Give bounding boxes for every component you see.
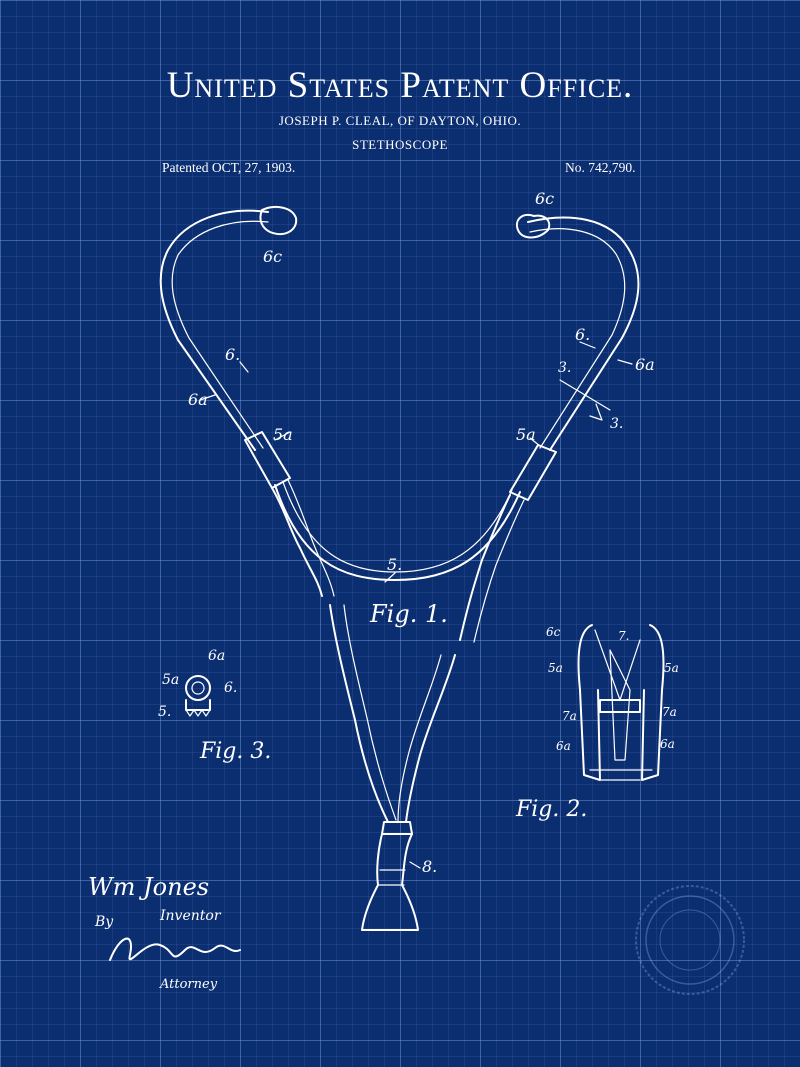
chest-piece-collar	[381, 821, 413, 835]
fig2-right-frame	[641, 624, 665, 781]
callout-6c-right: 6c	[535, 189, 554, 208]
callout-6-left: 6.	[225, 345, 240, 364]
callout-6c-left: 6c	[263, 247, 282, 266]
fig2-clamp	[599, 699, 641, 713]
callout-6a-left: 6a	[188, 390, 208, 409]
left-ear-tube-inner	[171, 220, 269, 449]
fig2-callout-5a-right: 5a	[664, 661, 679, 675]
fig2-left-frame	[577, 624, 601, 781]
left-lower-tube-inner	[287, 479, 335, 597]
left-earpiece	[259, 205, 298, 236]
left-lower-tube-outer	[271, 487, 323, 597]
attorney-signature	[109, 937, 241, 961]
fig3-callout-6: 6.	[224, 680, 237, 696]
spring-bar-outer	[274, 484, 521, 581]
figure-3-cross-section: 6a 5a 6. 5. Fig. 3.	[158, 648, 271, 764]
figure-1-callouts: 6c 6c 6. 6a 5a 6. 6a 5a 3. 3. 5. 8. Fig.…	[188, 189, 655, 876]
fig2-callout-6a-right: 6a	[660, 737, 675, 751]
figure-2-label: Fig. 2.	[515, 797, 587, 822]
figure-3-label: Fig. 3.	[199, 739, 271, 764]
right-ear-tube-inner	[529, 228, 626, 449]
fig2-callout-5a: 5a	[548, 661, 563, 675]
callout-3-lower: 3.	[610, 416, 623, 432]
fig3-callout-5: 5.	[158, 704, 171, 720]
page-title: United States Patent Office.	[166, 65, 634, 106]
inventor-line: JOSEPH P. CLEAL, OF DAYTON, OHIO.	[278, 113, 522, 128]
figure-1-label: Fig. 1.	[369, 600, 448, 628]
inventor-label: Inventor	[159, 908, 222, 924]
right-ear-tube-outer	[527, 216, 640, 451]
fig2-bottom	[589, 769, 653, 781]
fig3-callout-6a: 6a	[208, 648, 225, 664]
left-chest-tube-outer	[329, 604, 389, 823]
callout-6a-right: 6a	[635, 355, 655, 374]
patented-date: Patented OCT, 27, 1903.	[162, 160, 296, 175]
right-chest-tube-inner	[397, 654, 442, 823]
spring-bar-inner	[282, 481, 513, 573]
chest-piece-bands	[377, 869, 406, 886]
signature-block: Wm Jones By Inventor Attorney	[88, 873, 241, 992]
stethoscope-figure-1	[159, 205, 640, 931]
fig2-callout-6a-left: 6a	[556, 739, 571, 753]
chest-piece-bell	[361, 833, 419, 931]
attorney-label: Attorney	[159, 977, 218, 992]
figure-2-folded-view: 7. 7a 7a 6a 6a 6c 5a 5a Fig. 2.	[515, 624, 679, 822]
right-earpiece	[516, 214, 551, 239]
patent-number: No. 742,790.	[565, 160, 636, 175]
callout-5-spring: 5.	[387, 555, 402, 574]
cross-section-outer-ring	[185, 675, 211, 701]
cross-section-base	[185, 699, 211, 711]
subject-line: STETHOSCOPE	[352, 137, 448, 152]
left-coupling	[244, 431, 291, 489]
right-lower-tube-inner	[473, 499, 525, 643]
callout-5a-left: 5a	[273, 425, 293, 444]
embossed-seal	[635, 885, 745, 995]
right-chest-tube-outer	[405, 654, 456, 823]
callout-3-upper: 3.	[558, 360, 571, 376]
fig2-callout-6c: 6c	[546, 625, 561, 639]
left-chest-tube-inner	[343, 604, 397, 821]
witness-signature: Wm Jones	[88, 873, 209, 901]
section-line-3	[559, 379, 611, 421]
fig2-callout-7a-right: 7a	[662, 705, 677, 719]
callout-6-right: 6.	[575, 325, 590, 344]
fig3-callout-5a: 5a	[162, 672, 179, 688]
fig2-callout-7: 7.	[618, 629, 629, 643]
cross-section-break	[185, 709, 211, 717]
callout-5a-right: 5a	[516, 425, 536, 444]
cross-section-inner-ring	[191, 681, 205, 695]
callout-8-chest: 8.	[422, 857, 437, 876]
fig2-inner-tubes	[594, 629, 641, 761]
right-coupling	[509, 444, 557, 501]
fig2-callout-7a-left: 7a	[562, 709, 577, 723]
left-ear-tube-outer	[159, 209, 269, 451]
by-label: By	[94, 914, 114, 930]
leader-lines-fig1	[199, 341, 633, 869]
right-lower-tube-outer	[459, 494, 511, 641]
